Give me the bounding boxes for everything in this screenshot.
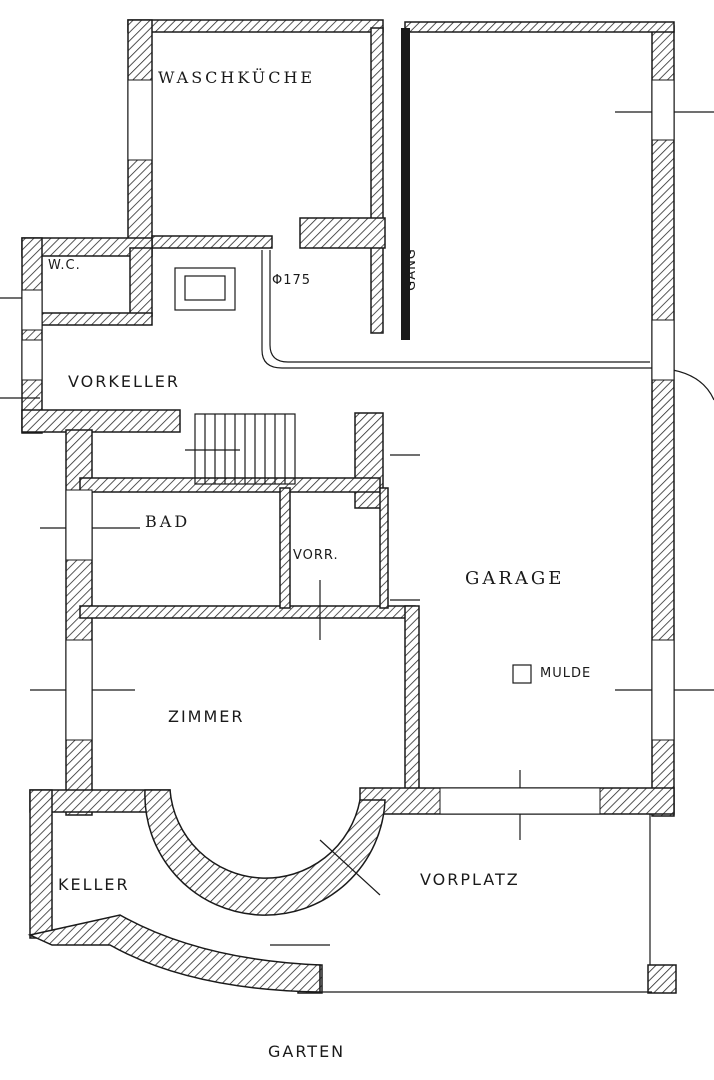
wall-waschkueche-top (127, 19, 384, 33)
wall-vorr-right (379, 487, 389, 609)
wall-waschkueche-bottom-2 (299, 217, 386, 249)
wall-bad-top (79, 477, 381, 493)
wall-column (354, 412, 384, 509)
room-label-garage: GARAGE (465, 568, 565, 589)
wall-zimmer-right (404, 605, 420, 797)
wall-vorkeller-bottom (21, 409, 181, 433)
wall-wc-right (129, 247, 153, 317)
wall-waschkueche-bottom (151, 235, 273, 249)
wall-bay-arc (144, 789, 386, 916)
wall-garage-top (404, 21, 675, 33)
wall-bad-bottom (79, 605, 416, 619)
label-mulde: MULDE (540, 666, 592, 681)
wall-keller-left (29, 789, 53, 939)
windows (21, 79, 675, 815)
room-label-zimmer: ZIMMER (168, 707, 245, 726)
room-label-vorplatz: VORPLATZ (420, 870, 520, 889)
wall-keller-curve (27, 914, 321, 993)
room-label-bad: BAD (145, 512, 191, 531)
room-label-vorkeller: VORKELLER (68, 372, 181, 391)
room-label-vorraum: VORR. (293, 548, 339, 563)
wall-gang-solid (401, 28, 410, 340)
annotation-pipe-dimension: Φ175 (272, 273, 312, 288)
wall-wc-bottom (41, 312, 153, 326)
wall-corner-pillar (647, 964, 677, 994)
wall-wc-left (21, 237, 43, 434)
room-label-wc: W.C. (48, 258, 81, 273)
wall-bad-vorr (279, 487, 291, 609)
wall-waschkueche-right (370, 27, 384, 334)
area-label-garten: GARTEN (268, 1042, 346, 1061)
annotation-gang: GANG (403, 248, 419, 291)
room-label-waschkueche: WASCHKÜCHE (158, 68, 316, 87)
room-label-keller: KELLER (58, 875, 130, 894)
